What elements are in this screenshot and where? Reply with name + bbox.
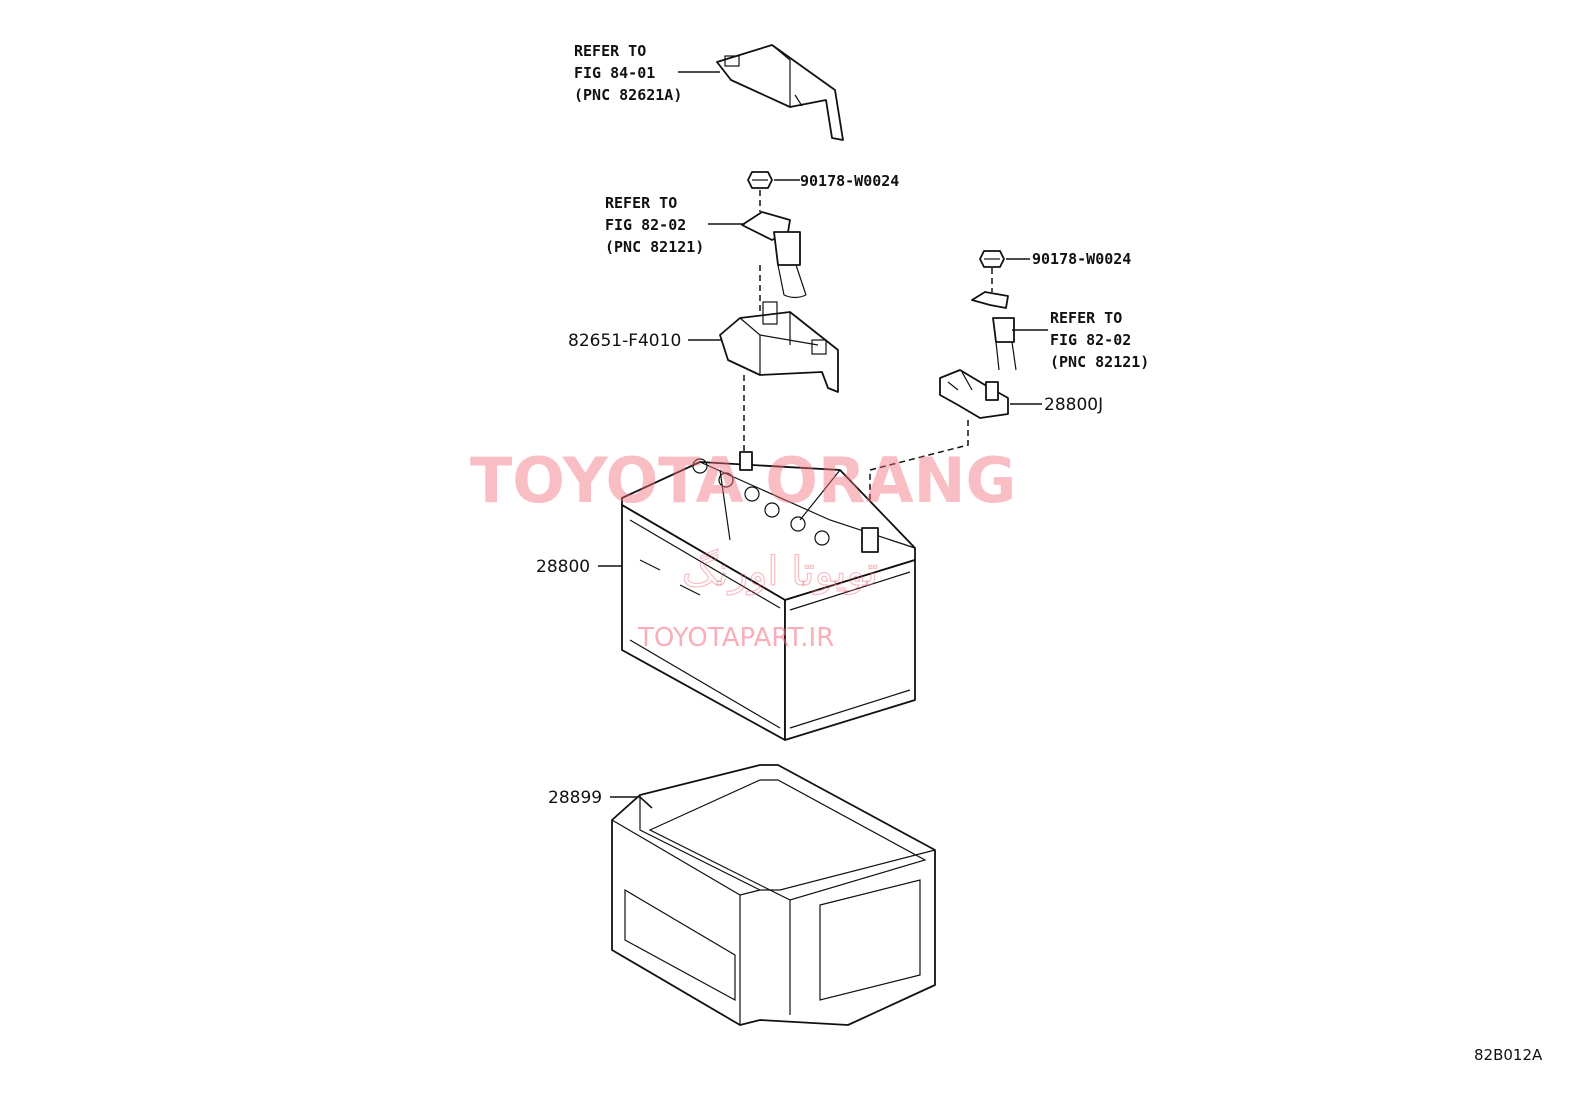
leader-lines (598, 71, 1048, 809)
terminal-cover-illustration (719, 301, 839, 393)
cable-right-illustration (971, 291, 1017, 371)
svg-text:REFER TO: REFER TO (1050, 309, 1122, 327)
battery-tray-illustration (611, 764, 936, 1026)
callout-cable-left-refer: REFER TO FIG 82-02 (PNC 82121) (605, 194, 704, 256)
svg-text:REFER TO: REFER TO (605, 194, 677, 212)
callout-battery-tray: 28899 (548, 788, 602, 808)
svg-text:FIG 82-02: FIG 82-02 (1050, 331, 1131, 349)
svg-text:REFER TO: REFER TO (574, 42, 646, 60)
battery-illustration (621, 451, 916, 741)
callout-cover-refer: REFER TO FIG 84-01 (PNC 82621A) (574, 42, 682, 104)
callout-battery: 28800 (536, 557, 590, 577)
watermark-brand: TOYOTA ORANG (470, 444, 1016, 517)
watermark-persian: تویوتا اورنگ (682, 549, 878, 595)
nut-top-illustration (747, 171, 773, 189)
callout-nut-top: 90178-W0024 (800, 172, 899, 190)
figure-code: 82B012A (1474, 1046, 1543, 1064)
terminal-clamp-illustration (939, 369, 1009, 419)
watermark-url: TOYOTAPART.IR (637, 623, 834, 653)
svg-text:(PNC 82121): (PNC 82121) (1050, 353, 1149, 371)
svg-text:FIG 82-02: FIG 82-02 (605, 216, 686, 234)
callout-nut-right: 90178-W0024 (1032, 250, 1131, 268)
terminal-cover-top-illustration (716, 44, 844, 141)
callout-cable-right-refer: REFER TO FIG 82-02 (PNC 82121) (1050, 309, 1149, 371)
nut-right-illustration (979, 250, 1005, 268)
cable-left-illustration (741, 211, 807, 299)
callout-terminal-clamp: 28800J (1044, 395, 1103, 415)
svg-text:(PNC 82121): (PNC 82121) (605, 238, 704, 256)
assembly-dashed-lines (743, 190, 993, 520)
svg-text:(PNC 82621A): (PNC 82621A) (574, 86, 682, 104)
svg-text:FIG 84-01: FIG 84-01 (574, 64, 655, 82)
callout-terminal-cover: 82651-F4010 (568, 331, 681, 351)
